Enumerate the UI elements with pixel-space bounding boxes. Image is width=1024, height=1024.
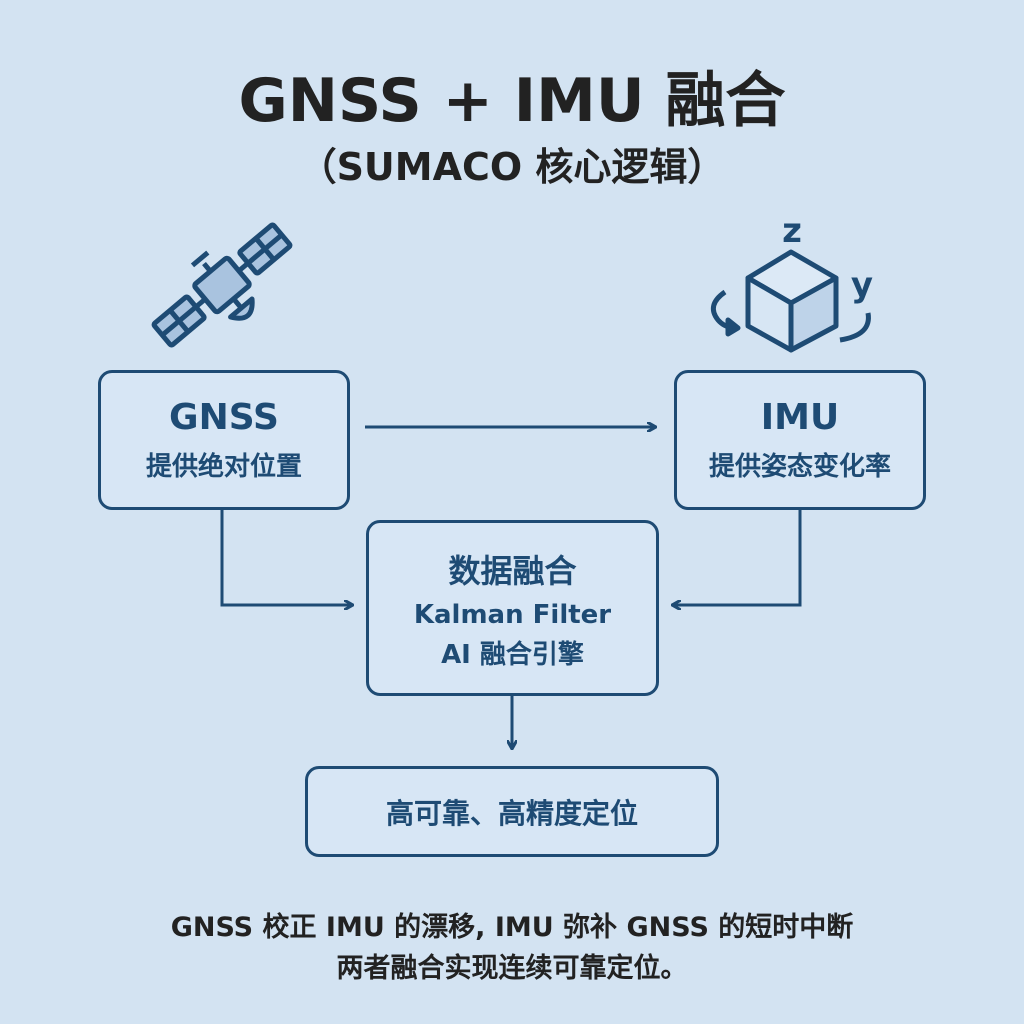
z-axis-label: z [782,211,802,251]
footer-line-2: 两者融合实现连续可靠定位。 [336,953,688,984]
y-axis-label: y [851,265,873,305]
satellite-icon [151,222,293,348]
gnss-desc: 提供绝对位置 [145,452,302,482]
fusion-line1: Kalman Filter [413,599,612,630]
footer-line-1: GNSS 校正 IMU 的漂移, IMU 弥补 GNSS 的短时中断 [170,912,854,943]
fusion-box: 数据融合 Kalman Filter AI 融合引擎 [366,520,659,696]
page-subtitle: （SUMACO 核心逻辑） [298,145,726,189]
result-label: 高可靠、高精度定位 [385,796,638,830]
gnss-box: GNSS 提供绝对位置 [98,370,350,510]
fusion-title: 数据融合 [448,551,577,590]
fusion-line2: AI 融合引擎 [441,639,584,670]
imu-box: IMU 提供姿态变化率 [674,370,926,510]
cube-axes-icon [710,249,871,353]
result-box: 高可靠、高精度定位 [305,766,719,857]
gnss-title: GNSS [169,397,279,438]
page-title: GNSS + IMU 融合 [238,66,786,136]
imu-desc: 提供姿态变化率 [708,452,891,482]
imu-to-fusion-arrow [673,508,802,605]
imu-title: IMU [760,397,840,438]
gnss-to-fusion-arrow [220,508,352,605]
